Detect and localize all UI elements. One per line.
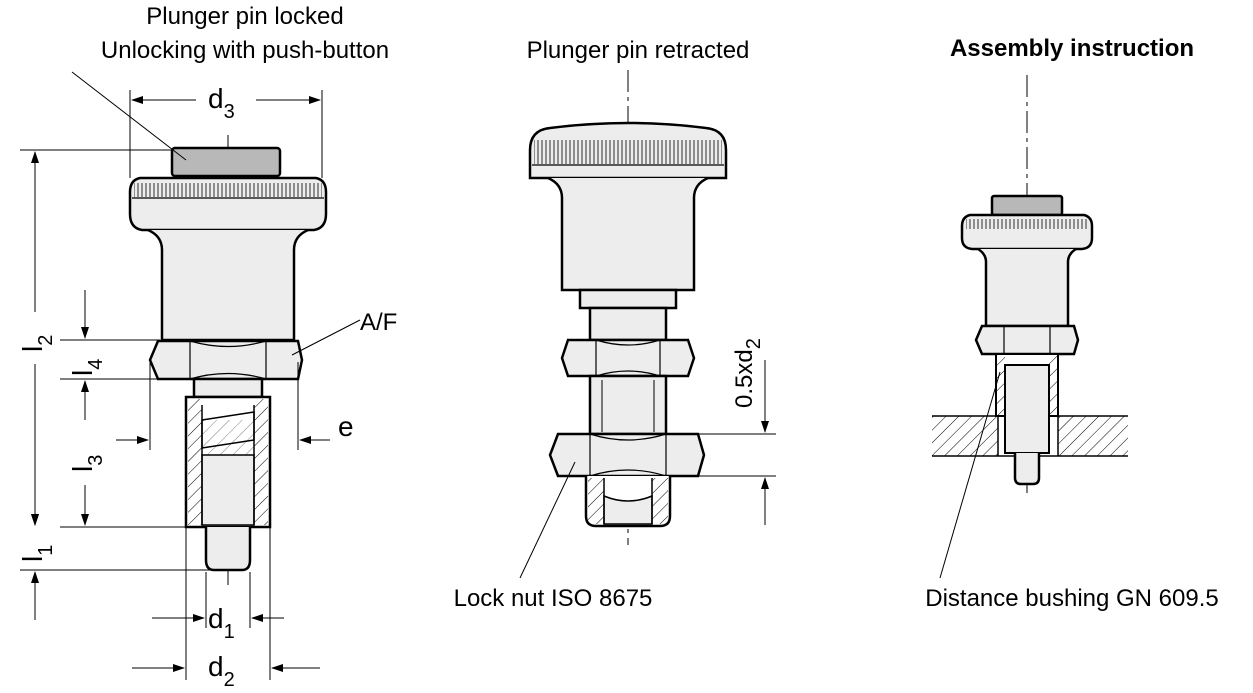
dim-d1: d1: [208, 603, 235, 643]
body-retracted: [547, 176, 709, 292]
caption-lock-nut: Lock nut ISO 8675: [454, 585, 653, 612]
mounting-plate-left: [932, 416, 998, 456]
dimensions-retracted: [519, 360, 776, 579]
dim-af: A/F: [360, 309, 397, 336]
caption-assembly: Assembly instruction: [950, 35, 1194, 62]
caption-retracted: Plunger pin retracted: [527, 37, 750, 64]
caption-distance-bushing: Distance bushing GN 609.5: [925, 585, 1219, 612]
view-retracted: [528, 70, 728, 545]
pin-locked: [204, 527, 252, 572]
view-locked: [128, 135, 328, 585]
hex-nut-upper-retracted: [560, 338, 696, 378]
body-assembly: [977, 247, 1077, 328]
labels: Plunger pin locked Unlocking with push-b…: [17, 3, 1219, 691]
push-button: [170, 146, 282, 178]
dim-l3: l3: [67, 455, 107, 472]
dim-d3: d3: [208, 83, 235, 123]
caption-locked-line2: Unlocking with push-button: [101, 37, 389, 64]
dimensions-locked: [20, 71, 361, 680]
dim-l4: l4: [67, 359, 107, 376]
dim-d2: d2: [208, 651, 235, 691]
hex-nut-assembly: [974, 324, 1080, 356]
caption-locked-line1: Plunger pin locked: [146, 3, 343, 30]
dim-l1: l1: [17, 545, 57, 562]
push-button-assembly: [990, 194, 1064, 217]
dim-e: e: [338, 411, 354, 442]
body-locked: [147, 228, 309, 342]
mounting-plate-right: [1058, 416, 1128, 456]
dim-half-d2: 0.5xd2: [731, 338, 765, 408]
view-assembly: [932, 75, 1128, 579]
pin-assembly: [1013, 453, 1041, 486]
dim-l2: l2: [17, 335, 57, 352]
